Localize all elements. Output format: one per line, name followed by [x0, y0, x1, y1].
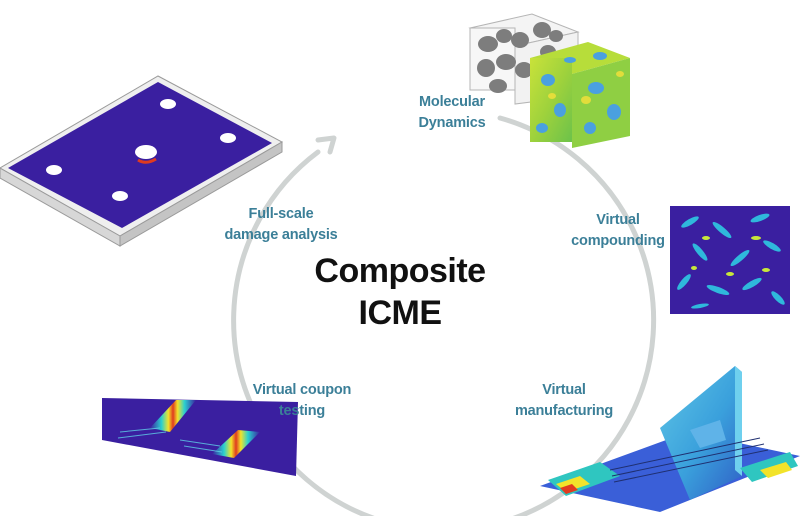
label-line: Virtual: [542, 382, 586, 398]
virtual-manufacturing-image: [540, 366, 800, 512]
label-line: Full-scale: [248, 206, 314, 222]
virtual-compounding-image: [670, 206, 790, 314]
label-virtual-compounding: Virtual compounding: [568, 210, 668, 252]
molecular-dynamics-image: [468, 13, 630, 148]
label-molecular-dynamics: Molecular Dynamics: [402, 92, 502, 134]
label-virtual-coupon-testing: Virtual coupon testing: [232, 380, 372, 422]
label-full-scale-damage: Full-scale damage analysis: [216, 204, 346, 246]
virtual-coupon-image: [102, 398, 298, 476]
label-line: testing: [278, 403, 326, 419]
label-line: compounding: [571, 233, 665, 249]
label-line: Molecular: [419, 94, 485, 110]
cycle-arrow: [231, 115, 657, 516]
title-line-2: ICME: [358, 294, 443, 332]
label-virtual-manufacturing: Virtual manufacturing: [504, 380, 624, 422]
label-line: Virtual: [596, 212, 640, 228]
title-line-1: Composite: [314, 252, 486, 290]
label-line: Virtual coupon: [252, 382, 352, 398]
full-scale-plate-image: [0, 75, 284, 247]
label-line: manufacturing: [514, 403, 614, 419]
label-line: Dynamics: [418, 115, 486, 131]
label-line: damage analysis: [224, 227, 338, 243]
diagram-title: Composite ICME: [300, 250, 500, 334]
